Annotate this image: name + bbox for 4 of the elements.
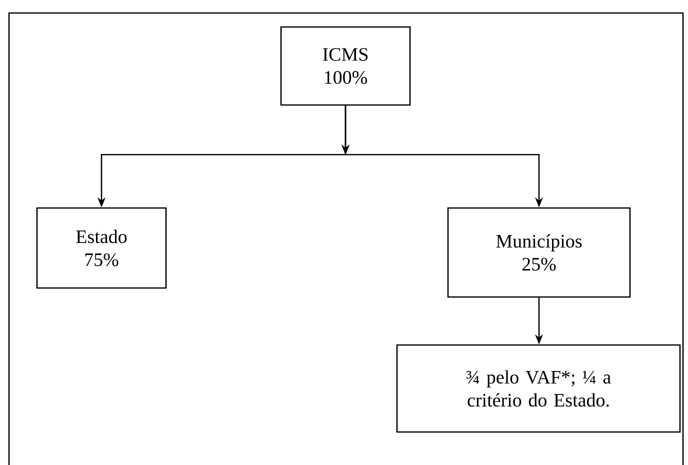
- process-box: ICMS 100%: [280, 26, 411, 106]
- process-box: ¾ pelo VAF*; ¼ a critério do Estado.: [396, 344, 681, 433]
- process-box: Municípios 25%: [447, 207, 631, 298]
- process-box: Estado 75%: [36, 207, 167, 289]
